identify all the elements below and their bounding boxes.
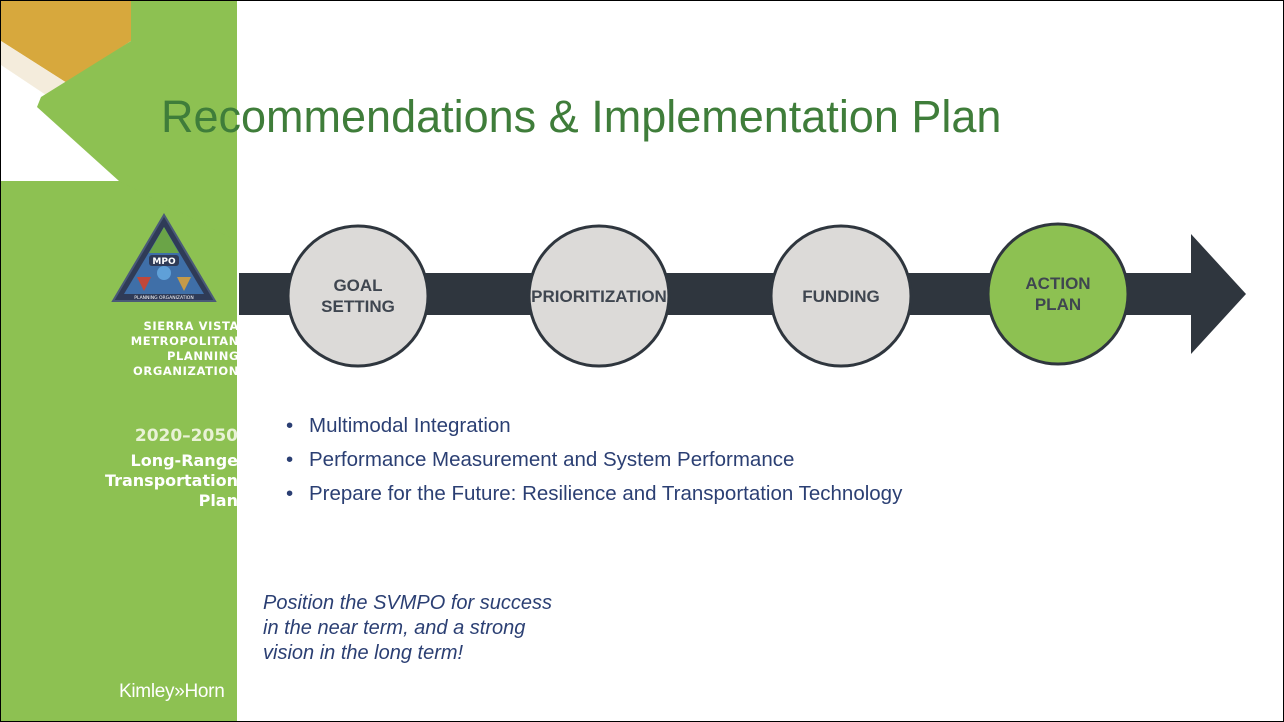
org-name-line: ORGANIZATION xyxy=(133,364,239,378)
mpo-badge-text: MPO xyxy=(152,257,176,267)
step-circle-prioritization xyxy=(527,224,671,368)
plan-title-line: Plan xyxy=(198,491,238,510)
mpo-ring-text: PLANNING ORGANIZATION xyxy=(134,295,193,301)
step-label-action-plan: ACTION PLAN xyxy=(1025,274,1091,314)
org-name-line: SIERRA VISTA xyxy=(143,319,239,333)
step-label-goal-setting: GOAL SETTING xyxy=(321,276,395,316)
kimley-horn-logo: Kimley»Horn xyxy=(119,681,225,702)
closing-line: vision in the long term! xyxy=(263,642,464,664)
plan-title-line: Transportation xyxy=(104,471,238,490)
step-label-prioritization: PRIORITIZATION xyxy=(531,286,667,306)
org-name-line: PLANNING xyxy=(166,349,239,363)
bullet-dot: • xyxy=(286,448,294,471)
step-circle-action-plan xyxy=(986,222,1130,366)
gold-chevron xyxy=(1,1,131,83)
bullet-text: Multimodal Integration xyxy=(309,414,511,437)
arrow-head xyxy=(1191,234,1246,354)
step-circle-funding xyxy=(769,224,913,368)
bullet-dot: • xyxy=(286,482,294,505)
org-name: SIERRA VISTA METROPOLITAN PLANNING ORGAN… xyxy=(41,319,239,379)
bullet-text: Performance Measurement and System Perfo… xyxy=(309,448,795,471)
slide-title: Recommendations & Implementation Plan xyxy=(161,91,1002,142)
bullet-item: • Prepare for the Future: Resilience and … xyxy=(286,481,902,515)
plan-years: 2020–2050 xyxy=(134,426,238,446)
bullet-item: • Performance Measurement and System Perf… xyxy=(286,447,902,481)
org-name-line: METROPOLITAN xyxy=(130,334,239,348)
closing-line: Position the SVMPO for success xyxy=(263,592,553,614)
plan-title: Long-Range Transportation Plan xyxy=(41,451,238,511)
bullet-dot: • xyxy=(286,414,294,437)
closing-statement: Position the SVMPO for success in the ne… xyxy=(263,591,552,666)
plan-title-line: Long-Range xyxy=(130,451,238,470)
step-circle-goal-setting xyxy=(286,224,430,368)
step-label-funding: FUNDING xyxy=(802,286,880,306)
bullet-item: • Multimodal Integration xyxy=(286,413,902,447)
bullet-list: • Multimodal Integration • Performance Mea… xyxy=(286,413,902,515)
bullet-text: Prepare for the Future: Resilience and T… xyxy=(309,482,903,505)
white-notch xyxy=(1,107,119,181)
mpo-logo: MPO PLANNING ORGANIZATION xyxy=(111,213,217,302)
closing-line: in the near term, and a strong xyxy=(263,617,526,639)
